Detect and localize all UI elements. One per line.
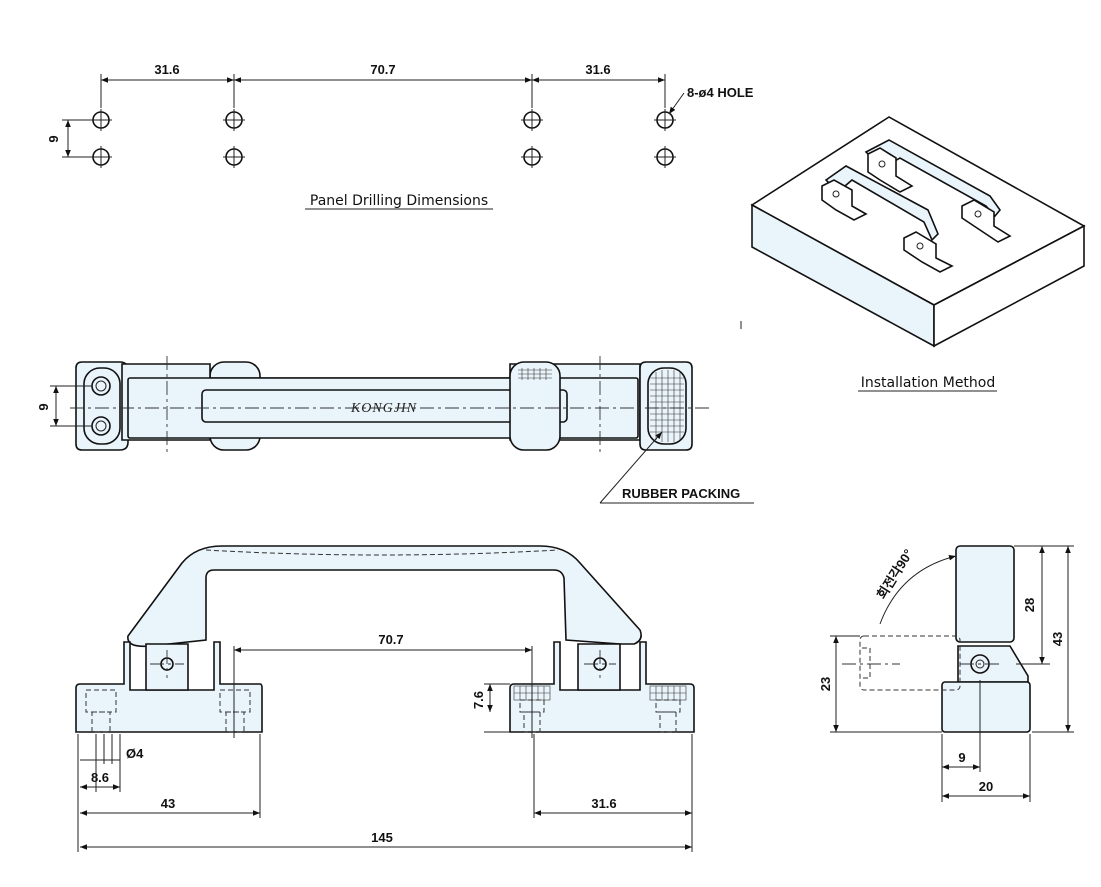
front-dim-hole-pitch: 8.6	[91, 770, 109, 785]
front-knurl-right	[649, 685, 687, 701]
rubber-packing-note: RUBBER PACKING	[622, 486, 740, 501]
drill-dim-mid: 70.7	[370, 62, 395, 77]
drill-dim-right: 31.6	[585, 62, 610, 77]
front-dim-center: 70.7	[378, 632, 403, 647]
top-view: KONGJIN 9 RUBBER PACKING	[36, 356, 754, 504]
front-dim-base-left: 43	[161, 796, 175, 811]
side-dim-28: 28	[1022, 598, 1037, 612]
front-view: 70.7 7.6 Ø4 8.6 43 31.6 145	[75, 545, 695, 852]
installation-view: Installation Method	[740, 116, 1086, 392]
front-dim-base-right: 31.6	[591, 796, 616, 811]
rubber-packing-knurl	[650, 370, 684, 442]
front-dim-overall: 145	[371, 830, 393, 845]
installation-title: Installation Method	[861, 375, 996, 391]
iso-handle-front	[821, 165, 954, 273]
front-dim-height: 7.6	[471, 691, 486, 709]
brand-label: KONGJIN	[350, 401, 417, 416]
drilling-title: Panel Drilling Dimensions	[310, 193, 488, 209]
top-dim-vert: 9	[36, 403, 51, 410]
front-dim-hole-dia: Ø4	[126, 746, 144, 761]
panel-drilling-view: 31.6 70.7 31.6 9 8-ø4 HOLE Panel Drillin…	[46, 62, 754, 210]
side-dim-43: 43	[1050, 632, 1065, 646]
knurl-pattern-small	[518, 368, 552, 380]
drill-holes	[90, 109, 676, 168]
hole-note: 8-ø4 HOLE	[687, 85, 754, 100]
side-view: 회전각90° 28 43 23 9 20	[818, 545, 1074, 802]
drill-dim-vert: 9	[46, 135, 61, 142]
side-dim-20: 20	[979, 779, 993, 794]
side-dim-23: 23	[818, 677, 833, 691]
side-dim-9: 9	[958, 750, 965, 765]
rotation-note: 회전각90°	[874, 547, 916, 602]
iso-handle-back	[864, 139, 1012, 243]
drill-dim-left: 31.6	[154, 62, 179, 77]
